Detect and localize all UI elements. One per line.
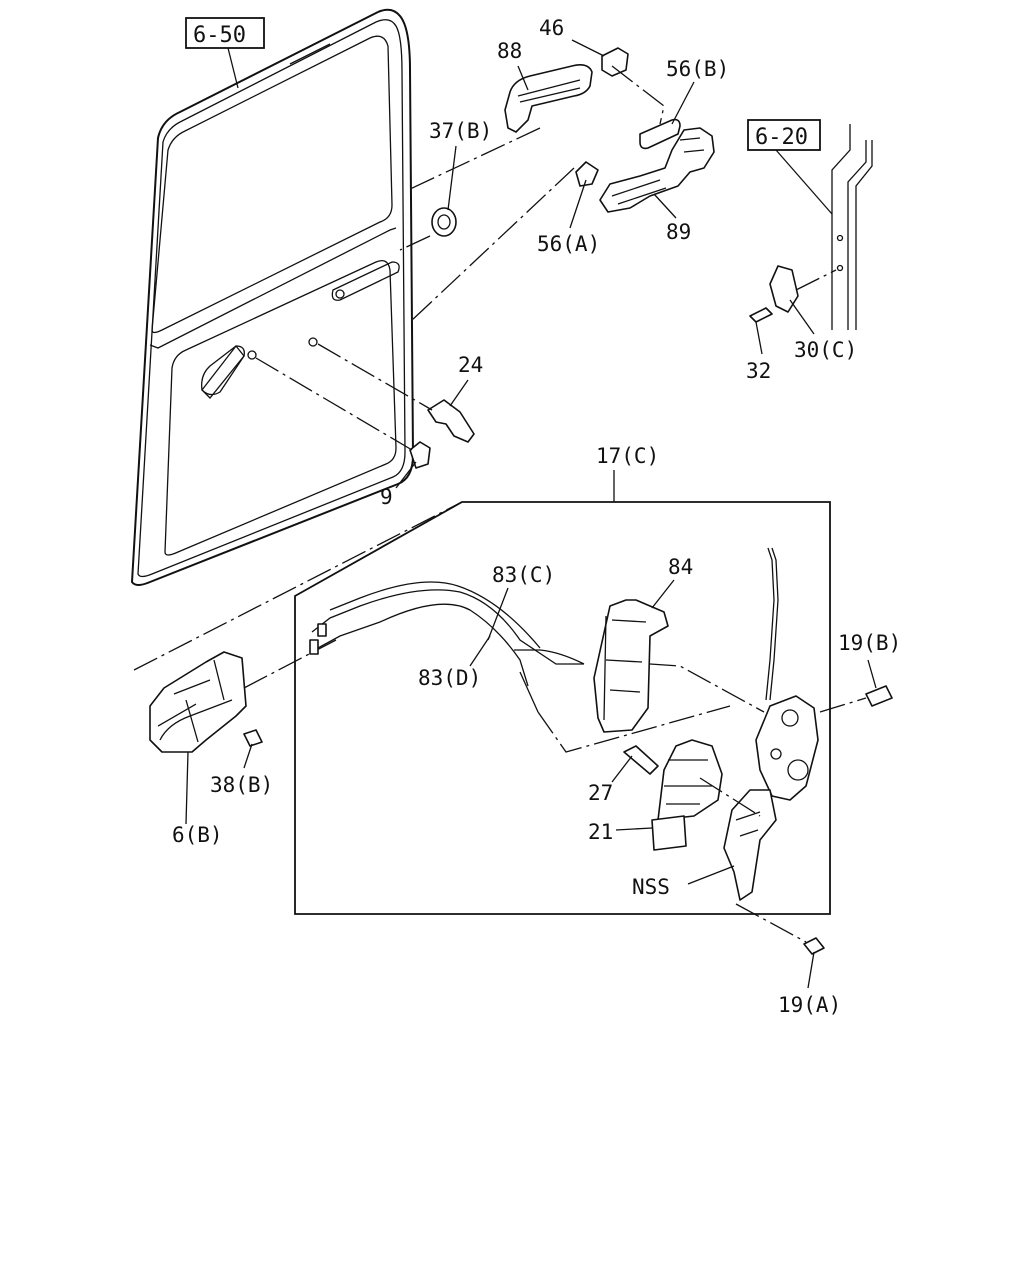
latch-bracket [723,789,777,901]
part-labels: 46 88 56(B) 37(B) 56(A) 89 24 9 30(C) 32… [172,16,901,1017]
clip-24 [427,399,475,443]
label-38b: 38(B) [210,773,273,797]
clip-parts [247,337,475,469]
label-83c: 83(C) [492,563,555,587]
subassembly-17c-frame [294,470,831,915]
label-30c: 30(C) [794,338,857,362]
label-19a: 19(A) [778,993,841,1017]
label-21: 21 [588,820,613,844]
label-83d: 83(D) [418,666,481,690]
label-56a: 56(A) [537,232,600,256]
outer-handle-assembly [399,47,715,323]
gasket-b [639,118,681,150]
inner-handle-body [149,651,247,753]
clip-9 [409,441,431,469]
label-24: 24 [458,353,483,377]
lock-motor [623,739,761,851]
label-6b: 6(B) [172,823,223,847]
body-pillar: 6-20 [747,119,873,330]
screw-38b [243,729,263,747]
cable-assembly [309,581,731,753]
leader-lines [185,39,877,989]
label-89: 89 [666,220,691,244]
ref-label-6-20: 6-20 [755,125,808,150]
label-37b: 37(B) [429,119,492,143]
label-46: 46 [539,16,564,40]
door-panel [130,8,415,586]
outer-handle-grip [504,64,593,133]
label-88: 88 [497,39,522,63]
bolt-27 [623,745,659,775]
door-latch [723,685,893,955]
label-56b: 56(B) [666,57,729,81]
actuator-84 [593,599,765,733]
bolt-19b [865,685,893,707]
ref-box-6-50: 6-50 [185,17,265,89]
gasket-a [575,161,599,187]
label-19b: 19(B) [838,631,901,655]
lock-rod [765,547,779,701]
screw-32 [749,307,773,323]
inner-handle [133,501,463,753]
label-84: 84 [668,555,693,579]
grommet [431,207,457,237]
key-cylinder-cap [601,47,629,77]
label-9: 9 [380,485,393,509]
label-nss: NSS [632,875,670,899]
label-32: 32 [746,359,771,383]
label-17c: 17(C) [596,444,659,468]
bolt-19a [803,937,825,955]
label-27: 27 [588,781,613,805]
ref-label-6-50: 6-50 [193,23,246,48]
